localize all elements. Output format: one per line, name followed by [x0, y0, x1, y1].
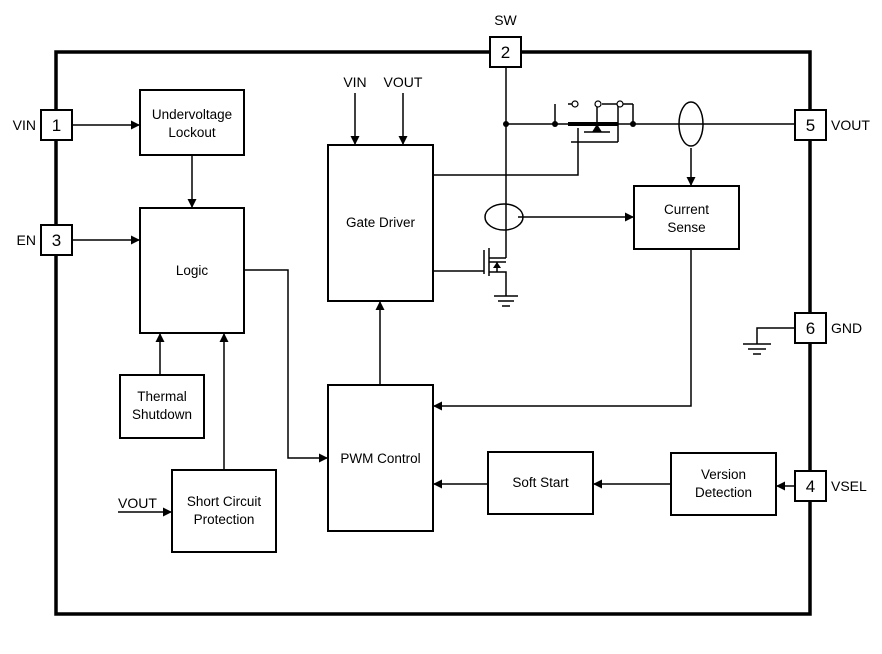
- pin-sw: 2 SW: [489, 12, 522, 68]
- block-current-sense-line1: Current: [664, 202, 709, 217]
- pin-vin-label: VIN: [13, 117, 36, 133]
- block-thermal: Thermal Shutdown: [119, 374, 205, 439]
- block-gate-driver: Gate Driver: [327, 144, 434, 302]
- block-version: Version Detection: [670, 452, 777, 516]
- pin-sw-number: 2: [501, 43, 510, 62]
- pin-gnd-label: GND: [831, 320, 862, 336]
- pin-sw-label: SW: [494, 12, 517, 28]
- block-scp-line2: Protection: [194, 512, 255, 527]
- block-version-line1: Version: [701, 467, 746, 482]
- pin-vsel-number: 4: [806, 477, 815, 496]
- block-pwm: PWM Control: [327, 384, 434, 532]
- block-logic-label: Logic: [176, 263, 209, 278]
- pin-vout-label: VOUT: [831, 117, 870, 133]
- pin-vin: 1 VIN: [13, 109, 73, 141]
- pin-vout: 5 VOUT: [794, 109, 870, 141]
- block-scp: Short Circuit Protection: [171, 469, 277, 553]
- block-logic: Logic: [139, 207, 245, 334]
- block-uvlo-line2: Lockout: [168, 125, 216, 140]
- block-uvlo: Undervoltage Lockout: [139, 89, 245, 156]
- block-thermal-line2: Shutdown: [132, 407, 192, 422]
- block-current-sense-line2: Sense: [667, 220, 705, 235]
- pin-vin-number: 1: [52, 116, 61, 135]
- pin-vout-number: 5: [806, 116, 815, 135]
- pin-en: 3 EN: [17, 224, 73, 256]
- block-current-sense: Current Sense: [633, 185, 740, 250]
- block-thermal-line1: Thermal: [137, 389, 187, 404]
- pin-en-number: 3: [52, 231, 61, 250]
- pin-gnd-number: 6: [806, 319, 815, 338]
- gate-driver-vout-label: VOUT: [384, 74, 423, 90]
- block-uvlo-line1: Undervoltage: [152, 107, 232, 122]
- gate-driver-vin-label: VIN: [343, 74, 366, 90]
- scp-vout-label: VOUT: [118, 495, 157, 511]
- pin-gnd: 6 GND: [794, 312, 862, 344]
- pin-en-label: EN: [17, 232, 36, 248]
- block-soft-start: Soft Start: [487, 451, 594, 515]
- block-pwm-label: PWM Control: [340, 451, 420, 466]
- transistor-details: [493, 100, 636, 268]
- pin-vsel: 4 VSEL: [794, 470, 867, 502]
- block-version-line2: Detection: [695, 485, 752, 500]
- block-gate-driver-label: Gate Driver: [346, 215, 416, 230]
- block-scp-line1: Short Circuit: [187, 494, 262, 509]
- pin-vsel-label: VSEL: [831, 478, 867, 494]
- block-soft-start-label: Soft Start: [512, 475, 569, 490]
